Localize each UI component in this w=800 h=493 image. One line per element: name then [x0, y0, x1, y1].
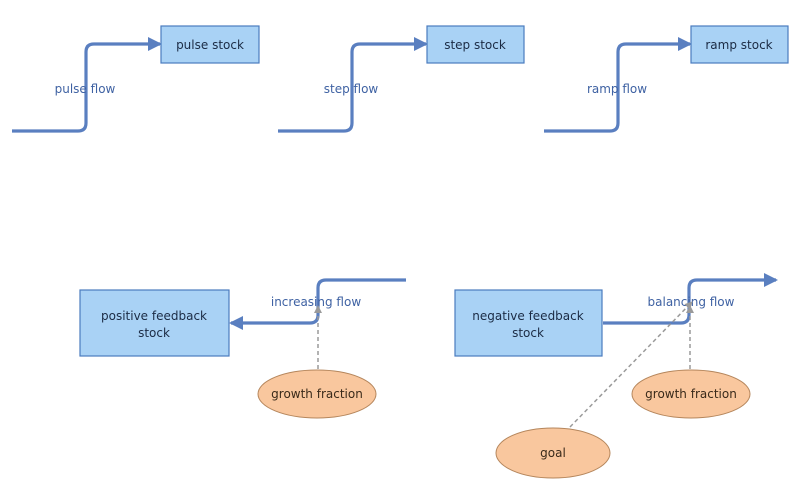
negative-feedback-stock[interactable]	[454, 289, 603, 357]
pulse-stock[interactable]	[160, 25, 260, 64]
pulse-stock-label: pulse stock	[176, 38, 244, 52]
goal-label: goal	[540, 446, 566, 460]
goal-to-balancing-connector	[569, 301, 693, 428]
ramp-stock-label: ramp stock	[705, 38, 772, 52]
ramp-flow-label: ramp flow	[587, 82, 647, 96]
pulse-flow-pipe[interactable]	[12, 37, 162, 133]
positive-feedback-stock[interactable]	[79, 289, 230, 357]
growth-fraction-label-left: growth fraction	[271, 387, 363, 401]
negative-stock-label-line1: negative feedback	[472, 309, 583, 323]
step-flow-pipe[interactable]	[278, 37, 428, 133]
negative-stock-label-line2: stock	[512, 326, 544, 340]
step-group: step stock step flow	[278, 25, 525, 133]
positive-stock-label-line2: stock	[138, 326, 170, 340]
step-stock[interactable]	[426, 25, 525, 64]
step-flow-label: step flow	[324, 82, 379, 96]
pulse-group: pulse stock pulse flow	[12, 25, 260, 133]
positive-stock-label-line1: positive feedback	[101, 309, 207, 323]
growth-fraction-label-right: growth fraction	[645, 387, 737, 401]
ramp-group: ramp stock ramp flow	[544, 25, 789, 133]
growth-fraction-auxiliary-left[interactable]	[257, 369, 377, 419]
balancing-flow-label: balancing flow	[648, 295, 735, 309]
negative-feedback-group: negative feedback stock balancing flow g…	[454, 273, 778, 479]
step-stock-label: step stock	[444, 38, 506, 52]
increasing-flow-pipe[interactable]	[229, 278, 406, 330]
increasing-flow-label: increasing flow	[271, 295, 361, 309]
positive-feedback-group: positive feedback stock increasing flow …	[79, 278, 406, 419]
ramp-flow-pipe[interactable]	[544, 37, 692, 133]
goal-auxiliary[interactable]	[495, 427, 611, 479]
pulse-flow-label: pulse flow	[55, 82, 116, 96]
growth-fraction-auxiliary-right[interactable]	[631, 369, 751, 419]
ramp-stock[interactable]	[690, 25, 789, 64]
